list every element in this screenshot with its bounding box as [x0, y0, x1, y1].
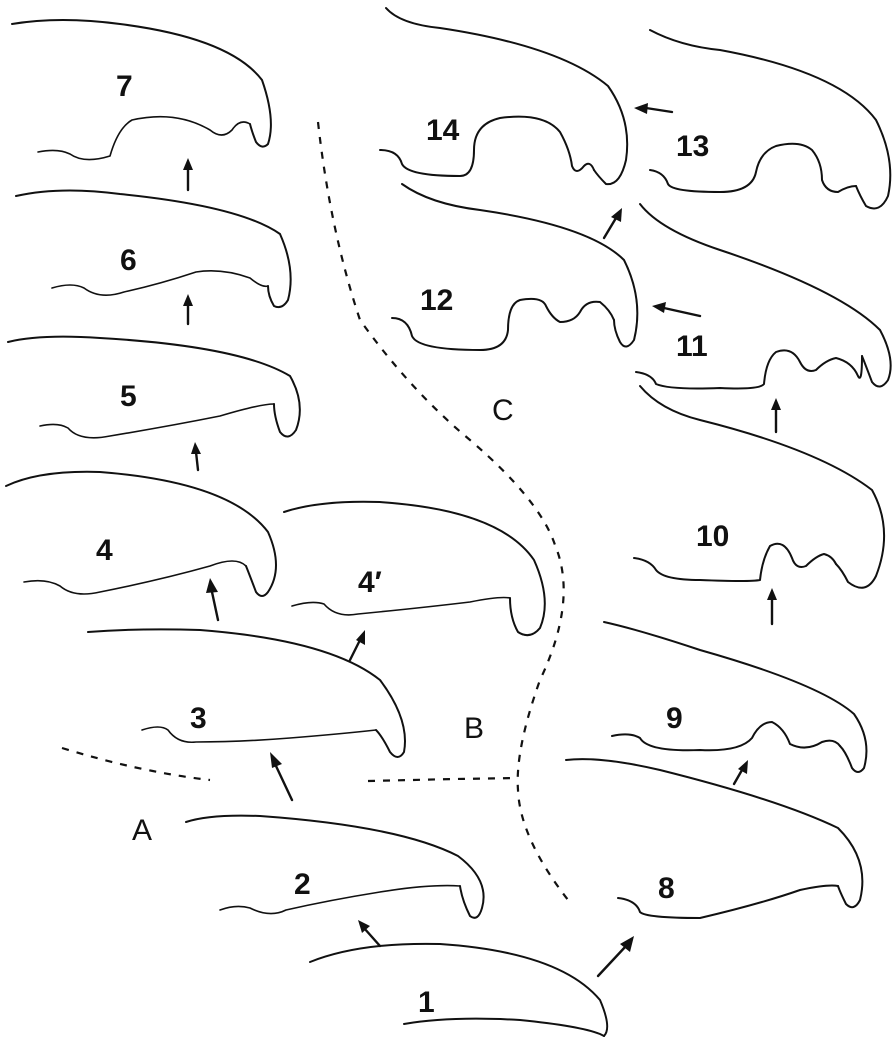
stage-label: 13 [676, 130, 709, 163]
stage-label: 11 [676, 330, 708, 363]
arrow-3-to-4-prime [348, 638, 362, 662]
arrow-2-to-3 [274, 764, 294, 802]
stage-label: 14 [426, 114, 460, 147]
divider-b-c [316, 121, 573, 906]
arrowhead [191, 442, 201, 454]
arrow-1-to-8 [596, 944, 628, 978]
arrowhead [767, 588, 777, 600]
arrowhead [620, 936, 634, 952]
arrow-14-to-13 [644, 106, 674, 114]
mandible-stage-13: 13 [649, 29, 892, 210]
stage-label: 12 [420, 284, 453, 317]
mandible-stage-8: 8 [565, 758, 864, 919]
stage-label: 1 [418, 986, 435, 1019]
divider-b-branch [367, 776, 519, 783]
region-label-a: A [132, 814, 152, 847]
stage-label: 9 [666, 702, 683, 735]
mandible-stage-1: 1 [309, 942, 609, 1037]
arrowhead [771, 398, 781, 410]
arrowhead [358, 920, 370, 933]
mandible-stage-6: 6 [15, 189, 292, 309]
arrow-3-to-4 [210, 590, 220, 622]
mandible-stage-10: 10 [633, 385, 886, 589]
mandible-stage-9: 9 [603, 621, 868, 773]
arrowhead [356, 630, 365, 645]
arrowhead [183, 294, 193, 306]
mandible-stage-5: 5 [7, 335, 301, 439]
region-dividers [61, 121, 573, 906]
transition-arrows [183, 103, 781, 978]
stage-label: 3 [190, 702, 207, 735]
region-labels: A B C [132, 394, 514, 847]
region-label-b: B [464, 712, 484, 745]
mandible-stage-12: 12 [391, 183, 639, 351]
stage-label: 10 [696, 520, 729, 553]
arrowhead [634, 103, 648, 114]
mandible-stage-3: 3 [87, 628, 406, 758]
stage-label: 2 [294, 868, 311, 901]
mandible-stage-4: 4 [5, 470, 277, 597]
arrow-1-to-2 [362, 926, 382, 948]
divider-a-b [61, 746, 211, 782]
arrow-12-to-14 [602, 216, 618, 240]
stage-label: 4′ [358, 566, 382, 599]
region-label-c: C [492, 394, 514, 427]
mandible-stage-11: 11 [635, 203, 892, 390]
stage-label: 7 [116, 70, 133, 103]
arrow-8-to-9 [732, 768, 744, 786]
arrowhead [652, 302, 666, 313]
stage-label: 5 [120, 380, 137, 413]
stage-label: 8 [658, 872, 675, 905]
arrowhead [738, 760, 748, 774]
mandible-stage-7: 7 [11, 19, 272, 161]
stage-label: 4 [96, 534, 113, 567]
arrowhead [270, 752, 282, 768]
arrow-11-to-12 [662, 306, 702, 318]
arrow-4-to-5 [194, 450, 200, 472]
mandible-stage-14: 14 [379, 7, 629, 186]
mandible-stage-2: 2 [185, 814, 485, 919]
arrowhead [611, 208, 622, 222]
arrowhead [183, 158, 193, 170]
arrowhead [206, 578, 218, 593]
stage-label: 6 [120, 244, 137, 277]
mandible-stage-4-prime: 4′ [283, 500, 546, 637]
